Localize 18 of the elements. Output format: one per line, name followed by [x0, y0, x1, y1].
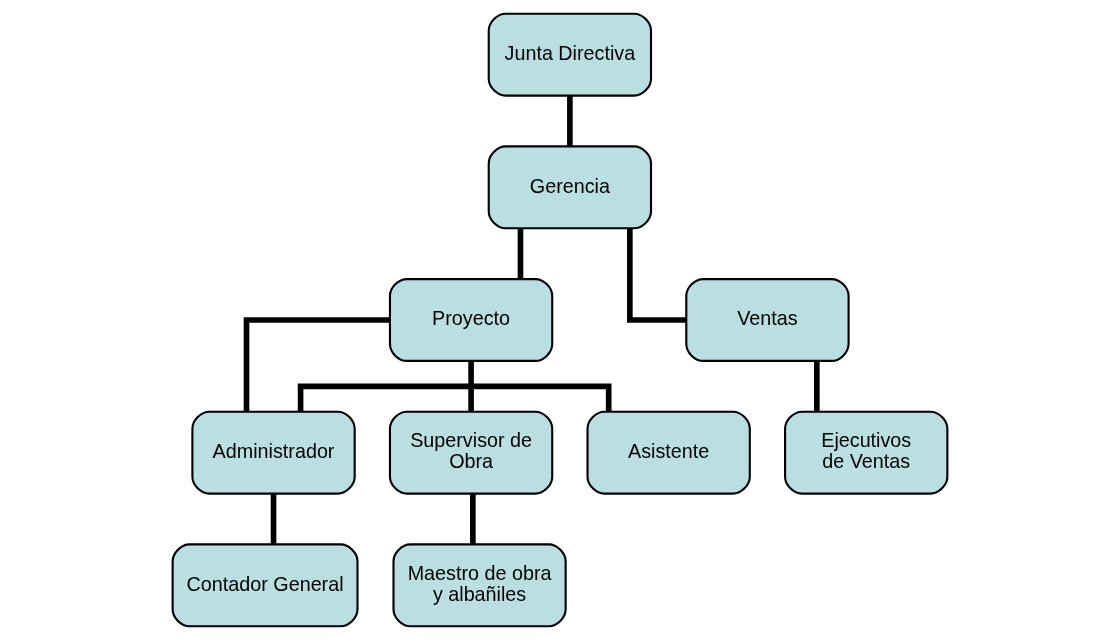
- connector: [467, 361, 474, 412]
- node-box: Proyecto: [388, 278, 553, 362]
- connector: [243, 317, 389, 412]
- connector: [813, 361, 820, 412]
- connector: [566, 95, 573, 147]
- connector: [626, 228, 686, 323]
- connector: [469, 493, 476, 545]
- node-box: Ventas: [684, 278, 850, 362]
- node-box: Contador General: [171, 543, 359, 628]
- connector: [517, 228, 523, 279]
- node-box: Ejecutivos de Ventas: [783, 410, 948, 495]
- node-box: Administrador: [190, 410, 356, 495]
- node-box: Supervisor de Obra: [388, 410, 553, 495]
- node-box: Junta Directiva: [487, 12, 652, 97]
- node-box: Asistente: [585, 410, 751, 495]
- connector: [270, 493, 276, 545]
- node-box: Gerencia: [487, 145, 652, 230]
- node-box: Maestro de obra y albañiles: [391, 543, 567, 628]
